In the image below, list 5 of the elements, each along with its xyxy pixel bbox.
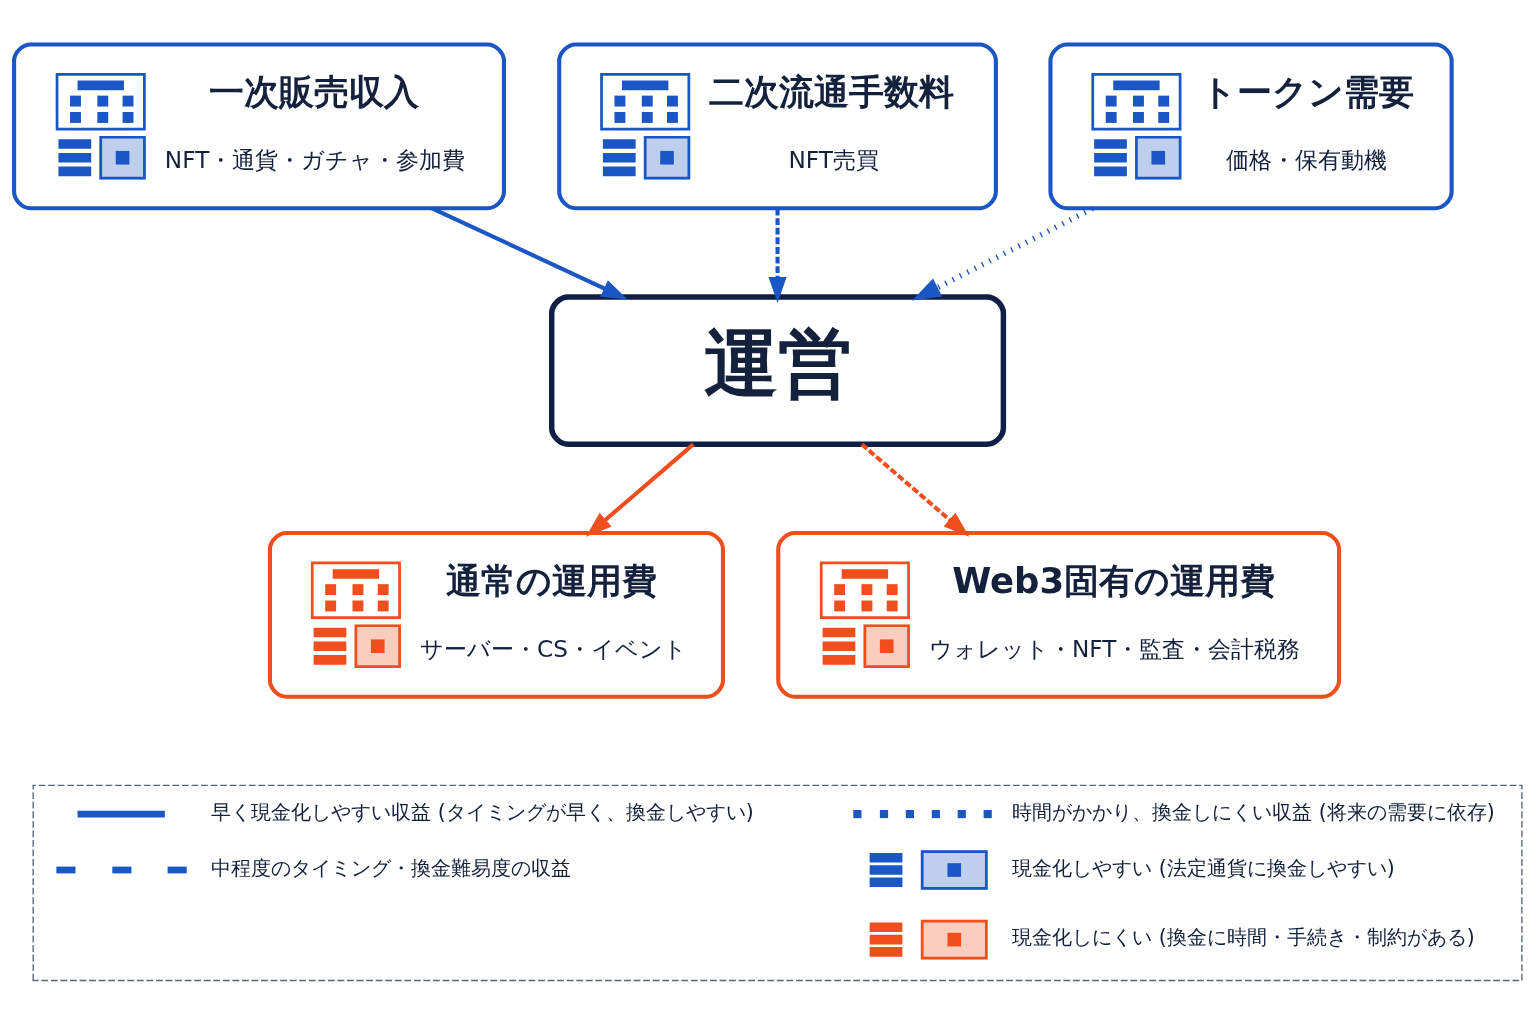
legend-label: 現金化しやすい (法定通貨に換金しやすい) [1012, 855, 1395, 880]
legend-label: 中程度のタイミング・換金難易度の収益 [211, 855, 572, 880]
legend-label: 時間がかかり、換金しにくい収益 (将来の需要に依存) [1012, 799, 1495, 824]
legend-label: 現金化しにくい (換金に時間・手続き・制約がある) [1012, 924, 1475, 949]
legend-label: 早く現金化しやすい収益 (タイミングが早く、換金しやすい) [211, 799, 754, 824]
